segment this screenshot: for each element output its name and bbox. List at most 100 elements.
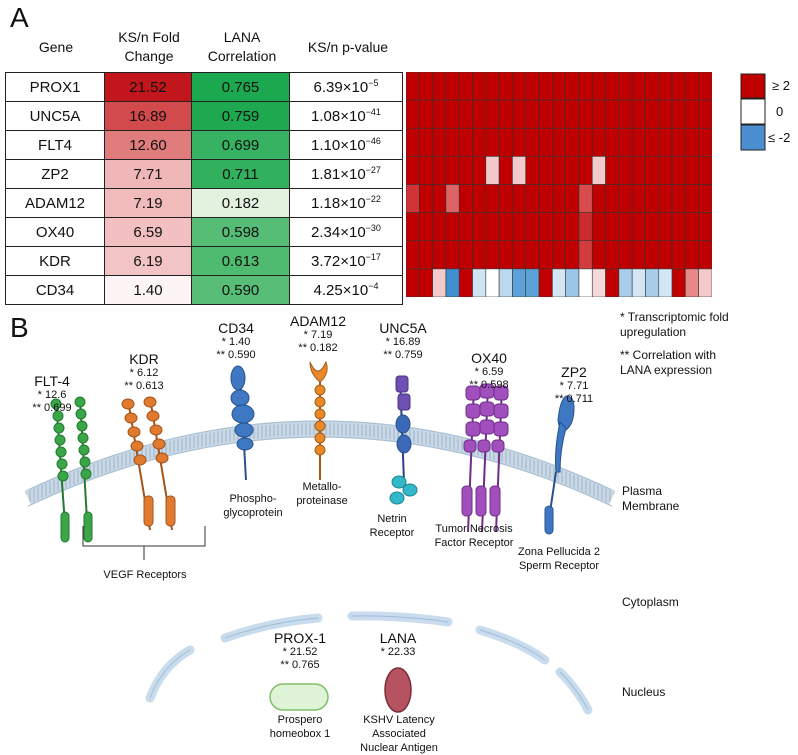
heatmap-cell [631,212,646,242]
heatmap-cell [618,127,633,157]
heatmap-cell [525,184,540,213]
heatmap-cell [406,99,420,129]
gene-cell: OX40 [5,217,105,247]
heatmap-cell [685,268,699,297]
adam12-icon [309,360,328,480]
heatmap-cell [618,268,633,297]
heatmap-cell [645,156,660,185]
heatmap-cell [458,127,473,157]
heatmap-cell [419,127,433,157]
gene-cell: KDR [5,246,105,276]
heatmap-cell [658,268,673,297]
heatmap-cell [445,127,460,157]
heatmap-cell [512,72,527,101]
heatmap-cell [538,72,553,101]
heatmap-cell [538,99,553,129]
heatmap-cell [498,72,513,101]
heatmap-cell [498,240,513,270]
heatmap-cell [578,99,593,129]
heatmap-cell [552,156,566,185]
heatmap-cell [419,212,433,242]
heatmap-cell [485,268,500,297]
heatmap-cell [605,99,620,129]
heatmap-cell [631,72,646,101]
heatmap-cell [538,268,553,297]
flt4-label: FLT-4 * 12.6 ** 0.699 [32,373,72,414]
p-value-base: 6.39×10 [313,79,369,96]
heatmap-cell [472,240,487,270]
heatmap-cell [458,184,473,213]
heatmap-cell [406,268,420,297]
legend-high-swatch [740,73,766,99]
heatmap-cell [419,72,433,101]
legend-low-swatch [740,124,766,151]
unc5a-desc: Netrin Receptor [369,513,415,539]
p-value-exponent: −22 [365,194,381,204]
heatmap-cell [419,184,433,213]
legend-low-label: ≤ -2 [768,130,791,145]
p-value-cell: 1.18×10−22 [289,188,403,218]
heatmap-cell [406,240,420,270]
heatmap-cell [458,240,473,270]
heatmap-cell [698,156,712,185]
heatmap-cell [631,127,646,157]
heatmap-cell [432,184,447,213]
heatmap-cell [591,240,606,270]
vegf-bracket [82,526,206,547]
heatmap-cell [605,240,620,270]
heatmap-cell [419,240,433,270]
header-gene: Gene [38,39,74,55]
heatmap-cell [591,184,606,213]
fold-change-cell: 21.52 [104,72,192,102]
heatmap-cell [406,127,420,157]
heatmap-cell [671,127,686,157]
heatmap-cell [631,99,646,129]
heatmap-cell [618,212,633,242]
heatmap [406,72,712,297]
header-pval: KS/n p-value [307,39,389,55]
heatmap-cell [445,184,460,213]
heatmap-cell [538,127,553,157]
heatmap-cell [658,72,673,101]
heatmap-cell [552,99,566,129]
heatmap-cell [565,127,580,157]
heatmap-cell [618,99,633,129]
cd34-desc: Phospho-glycoprotein [223,493,283,519]
heatmap-cell [671,212,686,242]
heatmap-cell [485,72,500,101]
heatmap-cell [525,156,540,185]
heatmap-cell [658,212,673,242]
heatmap-cell [538,240,553,270]
heatmap-cell [552,240,566,270]
heatmap-cell [525,127,540,157]
heatmap-cell [432,240,447,270]
heatmap-cell [658,99,673,129]
heatmap-cell [445,99,460,129]
ox40-label: OX40 * 6.59 ** 0.598 [469,350,509,391]
heatmap-cell [458,156,473,185]
heatmap-cell [578,184,593,213]
p-value-base: 4.25×10 [313,282,369,299]
heatmap-cell [498,184,513,213]
heatmap-cell [591,156,606,185]
heatmap-cell [565,184,580,213]
heatmap-cell [565,240,580,270]
heatmap-cell [498,127,513,157]
heatmap-cell [538,212,553,242]
heatmap-cell [406,212,420,242]
heatmap-cell [512,240,527,270]
lana-correlation-cell: 0.765 [191,72,290,102]
heatmap-cell [432,268,447,297]
vegf-label: VEGF Receptors [103,569,187,581]
heatmap-cell [472,268,487,297]
lana-desc: KSHV Latency Associated Nuclear Antigen [360,714,438,754]
p-value-base: 1.18×10 [311,195,366,212]
gene-cell: PROX1 [5,72,105,102]
p-value-exponent: −17 [365,252,381,262]
heatmap-cell [498,156,513,185]
heatmap-cell [631,156,646,185]
heatmap-cell [432,99,447,129]
